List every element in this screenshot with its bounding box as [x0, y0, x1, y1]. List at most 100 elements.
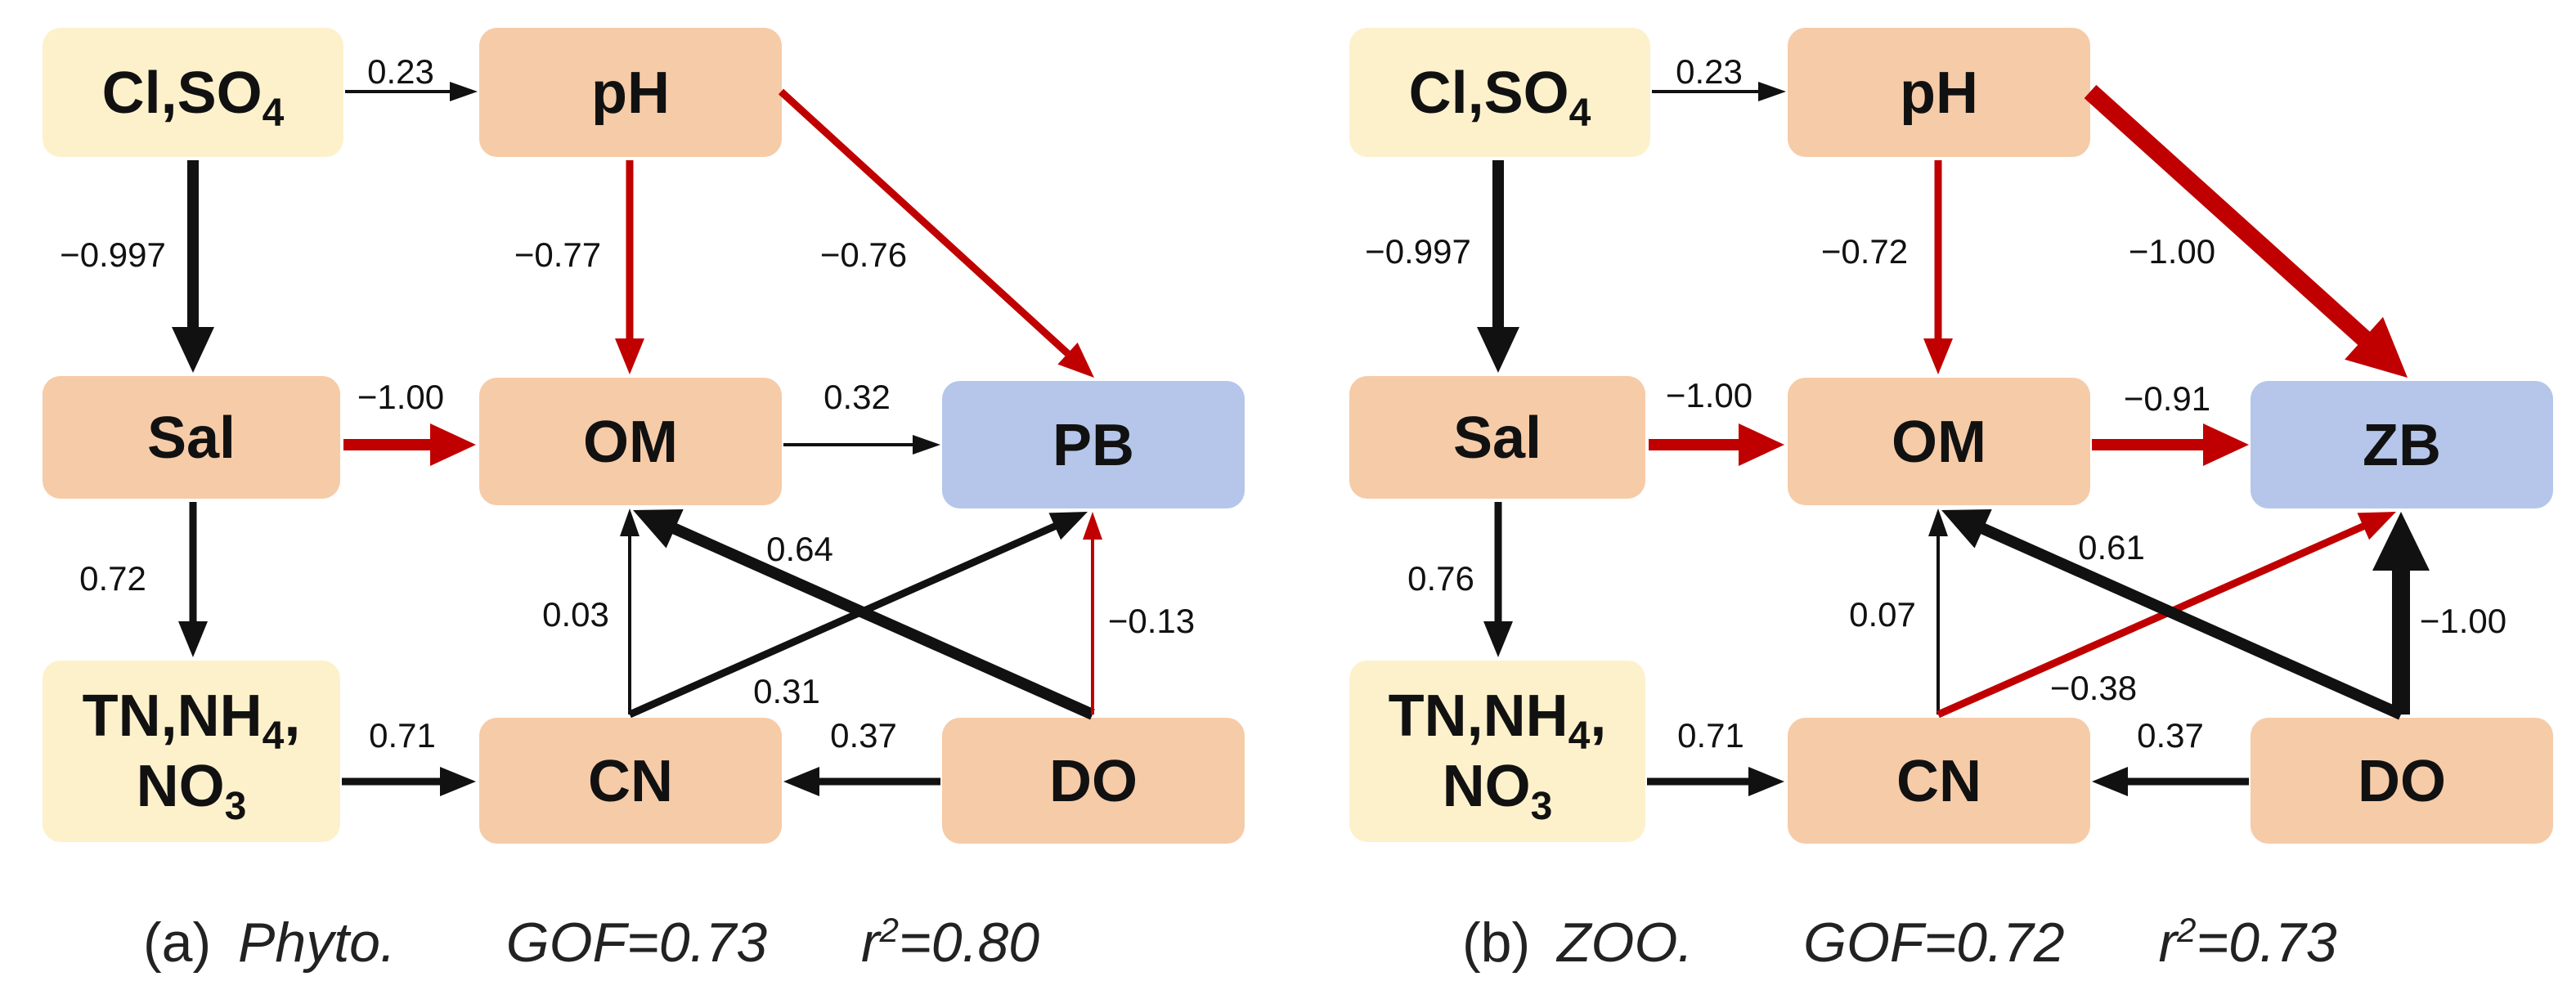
- edge-cn-target-coefficient: 0.31: [753, 672, 820, 710]
- node-label: Sal: [147, 405, 236, 471]
- caption-panel-a: (a) Phyto. GOF=0.73 r2=0.80: [143, 906, 1039, 979]
- node-label: OM: [583, 410, 678, 475]
- node-om: OM: [1788, 378, 2090, 505]
- edge-clso4-sal-coefficient: −0.997: [60, 235, 166, 274]
- edge-do-target-coefficient: −0.13: [1108, 602, 1195, 640]
- edge-om-target-arrowhead: [913, 435, 940, 455]
- node-label-subscript: 4: [1569, 92, 1591, 135]
- caption-b-r-value: =0.73: [2196, 912, 2337, 974]
- edge-tn-cn-arrowhead: [440, 767, 476, 796]
- node-label: OM: [1892, 410, 1986, 475]
- node-do-box: [2251, 718, 2553, 844]
- edge-clso4-ph-coefficient: 0.23: [367, 52, 434, 91]
- caption-a-group: Phyto.: [238, 912, 396, 974]
- node-tn-box: [43, 661, 340, 842]
- edge-cn-target-coefficient: −0.38: [2050, 669, 2137, 707]
- edge-clso4-ph-arrowhead: [1758, 82, 1786, 101]
- node-om-box: [1788, 378, 2090, 505]
- caption-a-r-value: =0.80: [899, 912, 1040, 974]
- edge-tn-cn: 0.71: [342, 716, 476, 796]
- edge-om-target-arrowhead: [2203, 423, 2249, 466]
- node-sal-box: [1349, 376, 1645, 499]
- node-clso4-box: [43, 28, 343, 157]
- caption-b-label: (b): [1462, 912, 1531, 974]
- edge-ph-om: −0.77: [514, 160, 644, 374]
- node-label-part: CN: [1896, 749, 1981, 814]
- node-tn-box: [1349, 661, 1645, 842]
- node-label: pH: [591, 60, 670, 126]
- node-label-subscript: 3: [1531, 785, 1553, 828]
- node-label-part: ZB: [2363, 413, 2441, 478]
- node-do: DO: [942, 718, 1245, 844]
- node-label-part: TN,NH: [83, 683, 263, 749]
- edge-sal-tn-coefficient: 0.72: [79, 559, 146, 598]
- edge-ph-om: −0.72: [1821, 160, 1953, 374]
- edge-sal-om-coefficient: −1.00: [357, 378, 444, 416]
- node-do-box: [942, 718, 1245, 844]
- edge-ph-target-line: [778, 88, 1072, 357]
- edge-clso4-ph-arrowhead: [450, 82, 478, 101]
- edge-ph-target-coefficient: −1.00: [2129, 232, 2215, 271]
- edge-ph-target-arrowhead: [1057, 343, 1094, 378]
- edge-ph-om-coefficient: −0.77: [514, 235, 601, 274]
- caption-a-r-prefix: r: [861, 912, 880, 974]
- edge-ph-target: −1.00: [2084, 84, 2408, 378]
- edge-cn-om-coefficient: 0.07: [1849, 595, 1916, 634]
- edge-do-cn-arrowhead: [783, 767, 819, 796]
- edge-clso4-sal-coefficient: −0.997: [1365, 232, 1471, 271]
- edge-do-target-arrowhead: [2372, 512, 2430, 571]
- node-label: NO3: [137, 754, 247, 828]
- node-clso4-box: [1349, 28, 1650, 157]
- caption-panel-b: (b) ZOO. GOF=0.72 r2=0.73: [1462, 906, 2337, 979]
- node-label-part: Cl,SO: [1409, 60, 1569, 126]
- node-label: TN,NH4,: [83, 683, 301, 758]
- node-label-subscript: 4: [263, 92, 285, 135]
- caption-b-group: ZOO.: [1557, 912, 1694, 974]
- caption-b-r-prefix: r: [2158, 912, 2178, 974]
- edge-clso4-sal-arrowhead: [1477, 327, 1519, 373]
- edge-ph-om-arrowhead: [615, 338, 644, 374]
- edge-clso4-sal: −0.997: [60, 160, 214, 373]
- node-ph: pH: [479, 28, 782, 157]
- edge-om-target-coefficient: −0.91: [2124, 379, 2210, 418]
- node-cn: CN: [1788, 718, 2090, 844]
- edge-do-cn-arrowhead: [2092, 767, 2128, 796]
- edge-cn-target: 0.31: [628, 512, 1088, 719]
- node-label: ZB: [2363, 413, 2441, 478]
- edge-clso4-ph: 0.23: [345, 52, 478, 101]
- edge-do-om-arrowhead: [633, 509, 684, 549]
- edge-sal-tn-arrowhead: [1483, 621, 1513, 657]
- edge-sal-tn: 0.76: [1407, 502, 1513, 657]
- edge-do-target-coefficient: −1.00: [2420, 602, 2506, 640]
- node-label-part: Sal: [1453, 405, 1542, 471]
- edge-clso4-ph: 0.23: [1652, 52, 1786, 101]
- node-tn: TN,NH4,NO3: [43, 661, 340, 842]
- edge-sal-om: −1.00: [343, 378, 476, 466]
- edge-do-om-line: [671, 522, 1095, 720]
- node-do: DO: [2251, 718, 2553, 844]
- node-label-subscript: 4: [1568, 715, 1591, 758]
- node-label-part: PB: [1052, 413, 1134, 478]
- edge-do-cn: 0.37: [783, 716, 940, 796]
- caption-a-r2: r2=0.80: [861, 906, 1039, 979]
- node-sal: Sal: [43, 376, 340, 499]
- node-label-part: OM: [583, 410, 678, 475]
- edge-cn-target-arrowhead: [1048, 512, 1088, 540]
- node-label-part: ,: [284, 683, 300, 749]
- edge-clso4-ph-coefficient: 0.23: [1676, 52, 1743, 91]
- node-label: NO3: [1443, 754, 1553, 828]
- node-label: CN: [588, 749, 673, 814]
- edge-do-om-line: [1979, 522, 2403, 720]
- edge-sal-om-arrowhead: [430, 423, 476, 466]
- node-label-subscript: 4: [263, 715, 285, 758]
- node-label-part: DO: [2358, 749, 2446, 814]
- node-ph: pH: [1788, 28, 2090, 157]
- node-label-part: TN,NH: [1389, 683, 1568, 749]
- node-label: DO: [1049, 749, 1138, 814]
- edge-sal-tn: 0.72: [79, 502, 208, 657]
- caption-a-r-sup: 2: [879, 911, 900, 949]
- edge-cn-om: 0.03: [542, 508, 640, 715]
